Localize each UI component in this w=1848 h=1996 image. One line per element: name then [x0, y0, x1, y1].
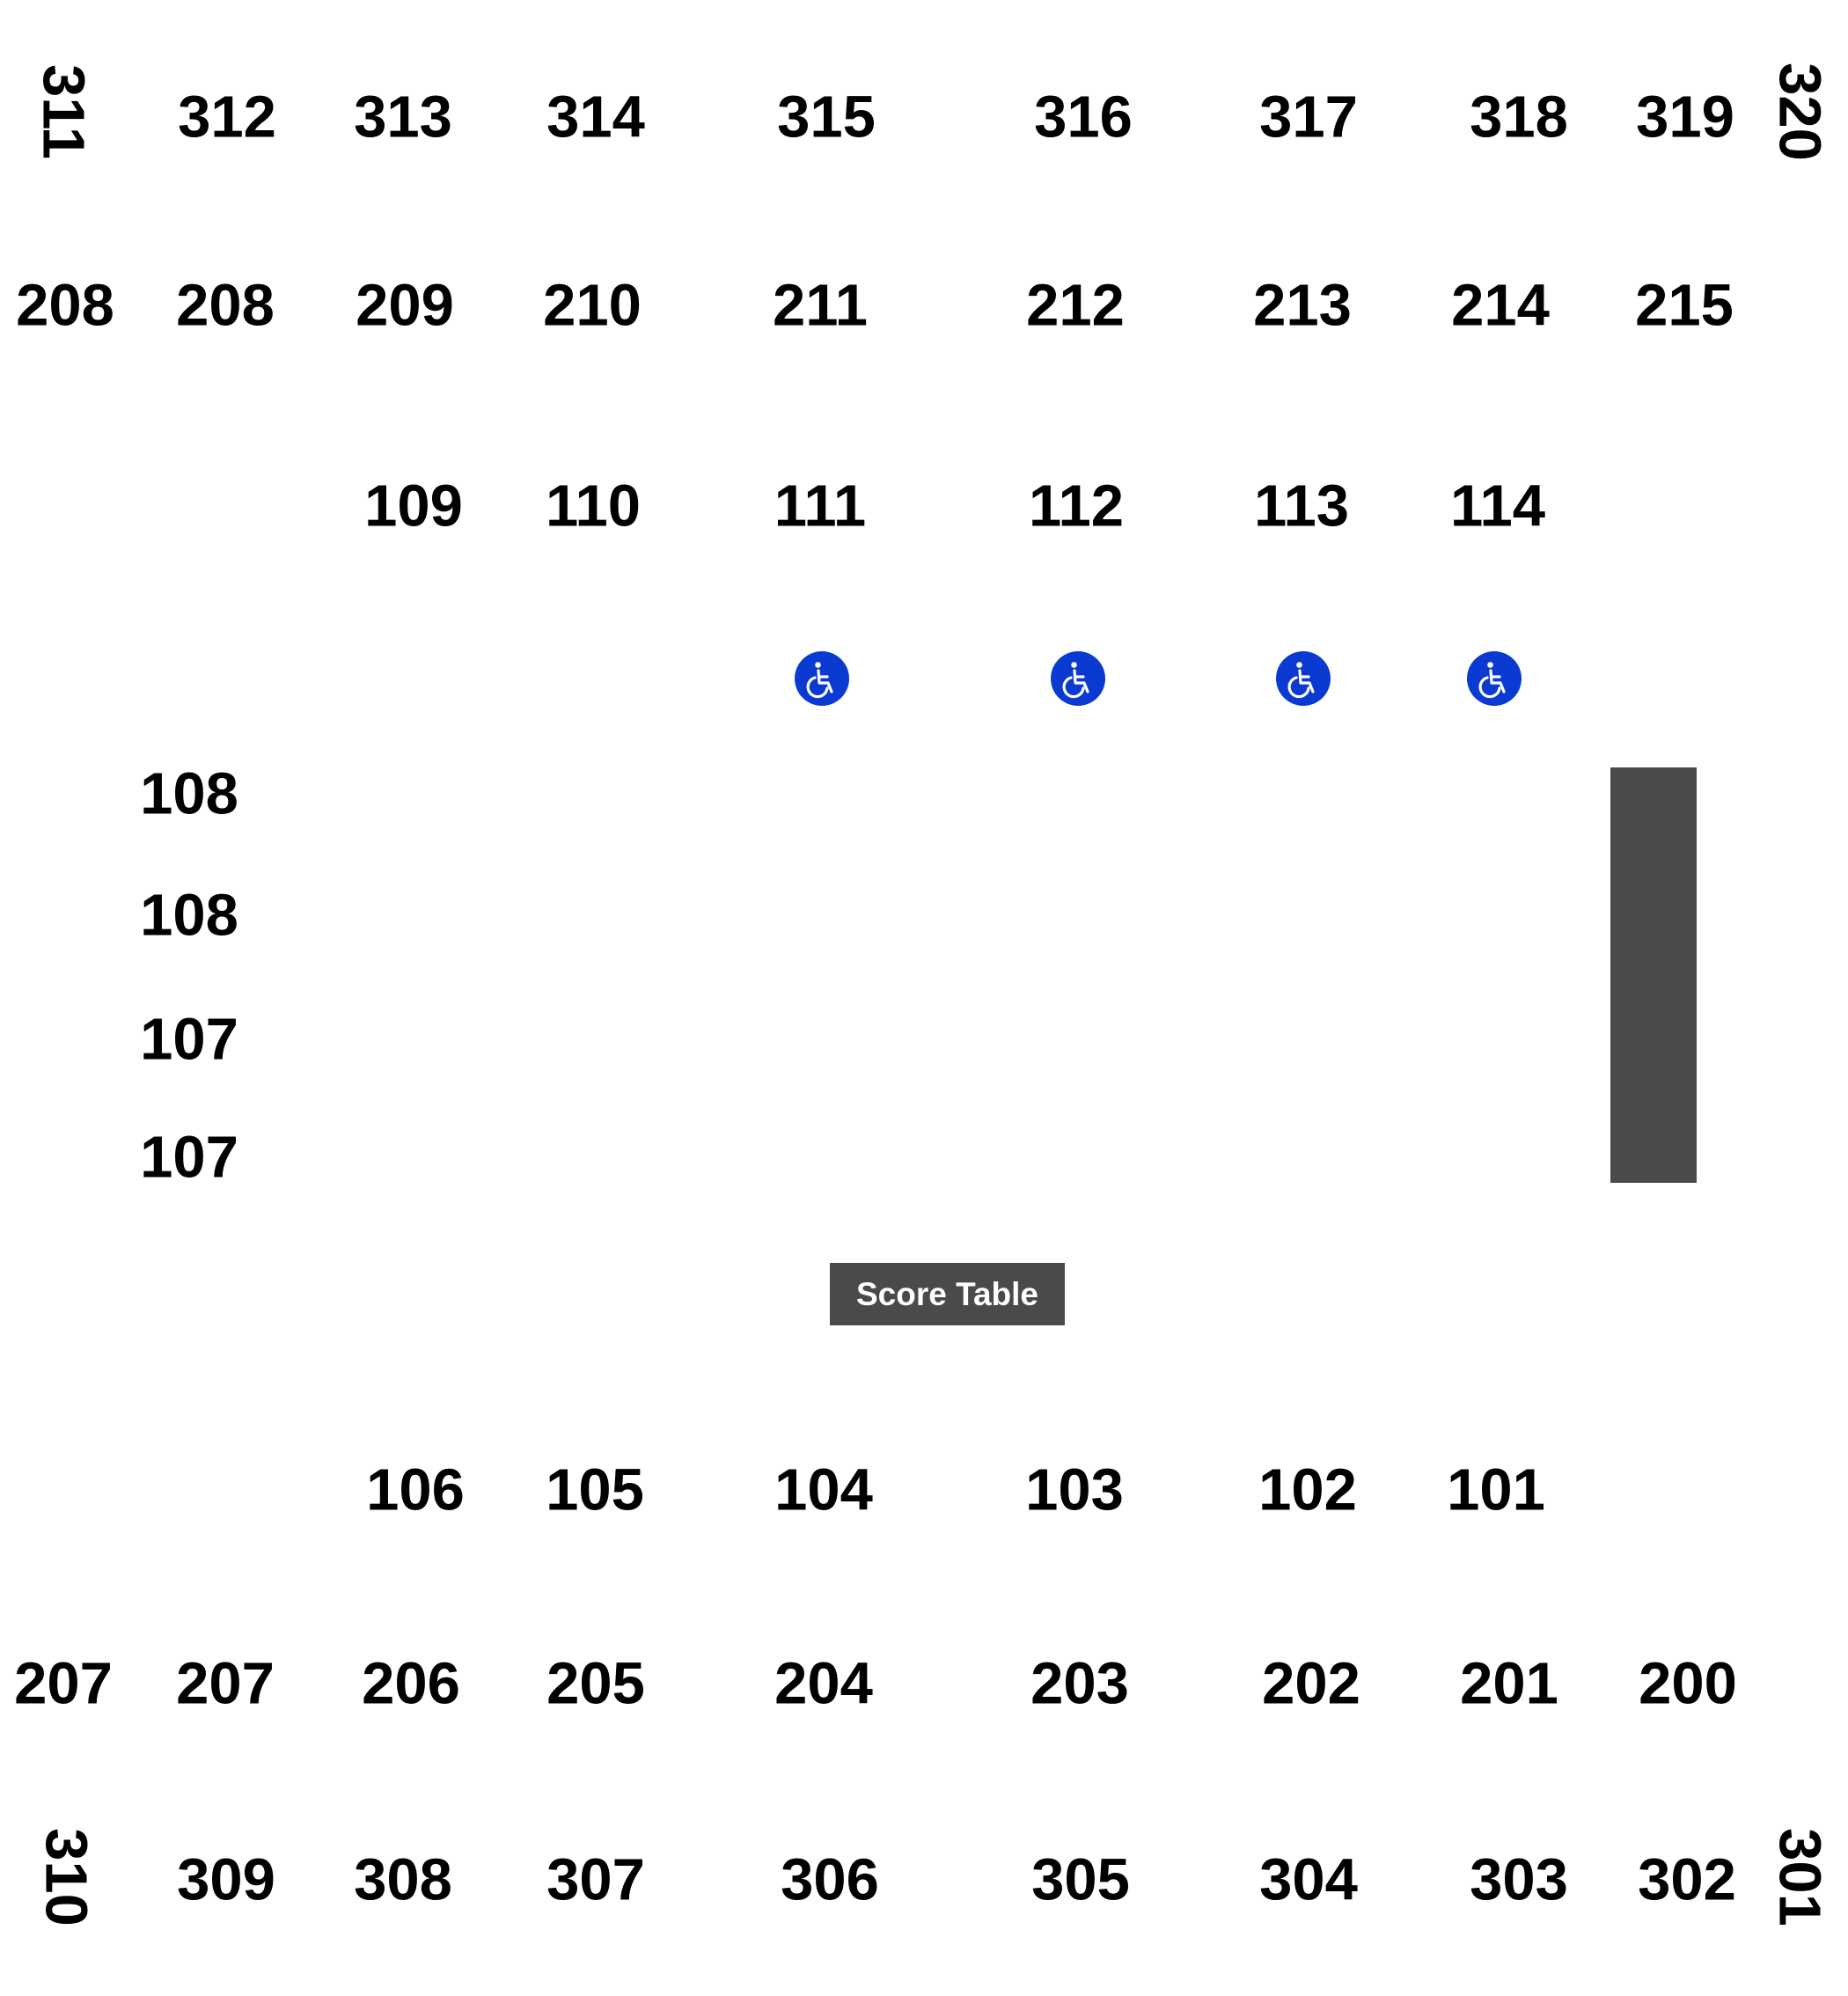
section-202[interactable]: 202: [1262, 1650, 1360, 1717]
section-107[interactable]: 107: [140, 1006, 238, 1073]
section-304[interactable]: 304: [1259, 1846, 1358, 1913]
section-109[interactable]: 109: [364, 473, 463, 539]
section-114[interactable]: 114: [1449, 473, 1546, 539]
section-207[interactable]: 207: [14, 1650, 113, 1717]
section-106[interactable]: 106: [366, 1457, 465, 1523]
section-320[interactable]: 320: [1766, 62, 1833, 161]
section-319[interactable]: 319: [1636, 84, 1734, 150]
section-201[interactable]: 201: [1460, 1650, 1558, 1717]
wheelchair-icon[interactable]: [1276, 651, 1331, 706]
section-306[interactable]: 306: [781, 1846, 879, 1913]
section-102[interactable]: 102: [1258, 1457, 1357, 1523]
section-211[interactable]: 211: [772, 272, 869, 339]
section-200[interactable]: 200: [1639, 1650, 1737, 1717]
section-103[interactable]: 103: [1025, 1457, 1124, 1523]
section-303[interactable]: 303: [1470, 1846, 1568, 1913]
section-204[interactable]: 204: [774, 1650, 873, 1717]
section-318[interactable]: 318: [1470, 84, 1568, 150]
section-210[interactable]: 210: [543, 272, 642, 339]
section-110[interactable]: 110: [545, 473, 642, 539]
section-113[interactable]: 113: [1253, 473, 1350, 539]
section-302[interactable]: 302: [1638, 1846, 1736, 1913]
section-112[interactable]: 112: [1028, 473, 1125, 539]
section-213[interactable]: 213: [1253, 272, 1352, 339]
section-215[interactable]: 215: [1635, 272, 1734, 339]
section-111[interactable]: 111: [774, 473, 867, 539]
section-214[interactable]: 214: [1451, 272, 1550, 339]
stage-bar: [1610, 767, 1697, 1183]
section-101[interactable]: 101: [1447, 1457, 1545, 1523]
section-206[interactable]: 206: [362, 1650, 460, 1717]
section-314[interactable]: 314: [546, 84, 645, 150]
wheelchair-icon[interactable]: [1467, 651, 1522, 706]
section-309[interactable]: 309: [177, 1846, 275, 1913]
section-308[interactable]: 308: [354, 1846, 452, 1913]
wheelchair-icon[interactable]: [795, 651, 849, 706]
section-312[interactable]: 312: [178, 84, 276, 150]
section-209[interactable]: 209: [356, 272, 454, 339]
section-203[interactable]: 203: [1030, 1650, 1129, 1717]
section-313[interactable]: 313: [354, 84, 452, 150]
section-315[interactable]: 315: [777, 84, 876, 150]
wheelchair-icon[interactable]: [1051, 651, 1105, 706]
section-307[interactable]: 307: [546, 1846, 645, 1913]
section-207[interactable]: 207: [176, 1650, 275, 1717]
section-105[interactable]: 105: [546, 1457, 644, 1523]
section-108[interactable]: 108: [140, 760, 238, 827]
section-305[interactable]: 305: [1031, 1846, 1130, 1913]
section-208[interactable]: 208: [16, 272, 114, 339]
section-205[interactable]: 205: [546, 1650, 645, 1717]
score-table-label: Score Table: [855, 1275, 1038, 1312]
score-table: Score Table: [830, 1263, 1065, 1325]
section-311[interactable]: 311: [30, 63, 97, 160]
section-208[interactable]: 208: [176, 272, 275, 339]
section-310[interactable]: 310: [33, 1828, 99, 1926]
section-108[interactable]: 108: [140, 882, 238, 949]
section-107[interactable]: 107: [140, 1124, 238, 1191]
section-301[interactable]: 301: [1766, 1828, 1833, 1926]
section-316[interactable]: 316: [1034, 84, 1133, 150]
section-317[interactable]: 317: [1259, 84, 1358, 150]
section-104[interactable]: 104: [774, 1457, 873, 1523]
section-212[interactable]: 212: [1026, 272, 1125, 339]
